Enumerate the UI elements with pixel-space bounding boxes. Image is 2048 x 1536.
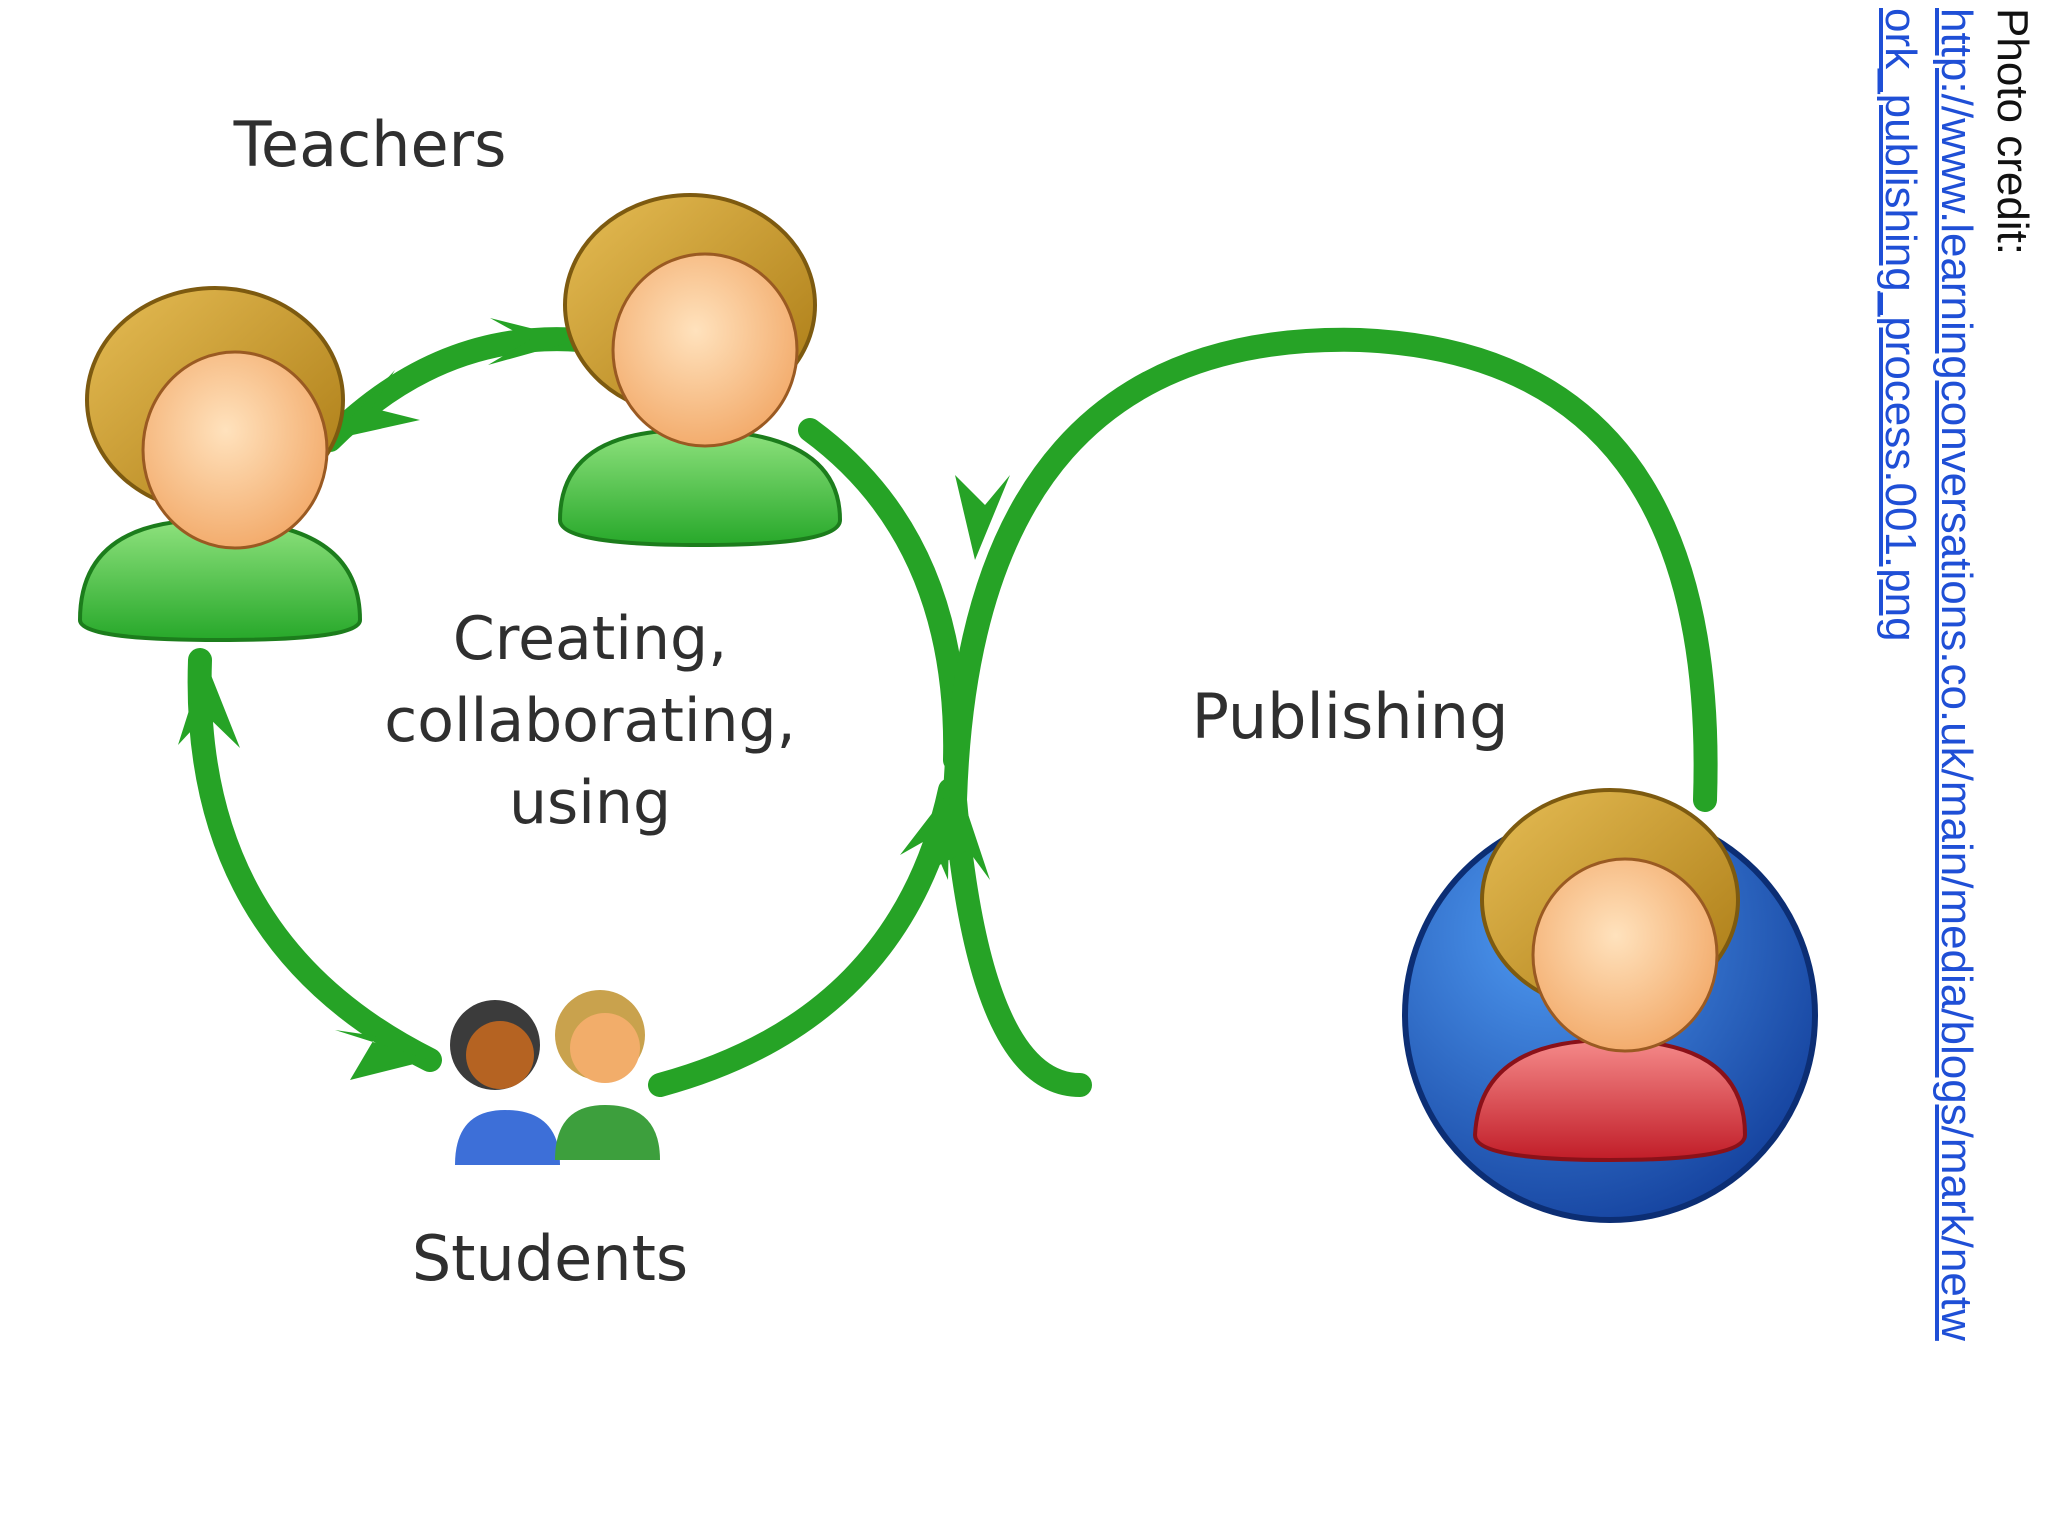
publisher-avatar bbox=[1402, 788, 1818, 1223]
photo-credit-link-line-2[interactable]: ork_publishing_process.001.png bbox=[1876, 8, 1925, 642]
publishing-label: Publishing bbox=[1191, 680, 1509, 753]
creating-collaborating-using-label: Creating, collaborating, using bbox=[370, 598, 810, 844]
teachers-label: Teachers bbox=[233, 108, 507, 181]
arrow-top-left bbox=[330, 370, 420, 440]
loop-lower-arc bbox=[648, 778, 962, 1097]
arrow-publish-in bbox=[930, 790, 990, 880]
photo-credit: Photo credit: http://www.learningconvers… bbox=[1872, 8, 2040, 1341]
center-label-line-2: collaborating, bbox=[384, 686, 796, 756]
teacher-avatar-top bbox=[557, 193, 843, 548]
publishing-loop bbox=[942, 327, 1718, 1097]
arrow-left-down bbox=[335, 1030, 430, 1080]
arrowheads bbox=[178, 318, 1010, 1080]
students-avatar bbox=[450, 990, 660, 1165]
center-label-line-3: using bbox=[508, 768, 672, 838]
teacher-avatar-left bbox=[77, 286, 363, 643]
arrow-lower-right bbox=[900, 790, 950, 880]
loop-left-arc bbox=[187, 648, 442, 1072]
arrow-left-up bbox=[178, 660, 240, 748]
center-label-line-1: Creating, bbox=[452, 604, 728, 674]
photo-credit-label: Photo credit: bbox=[1988, 8, 2037, 256]
photo-credit-link-line-1[interactable]: http://www.learningconversations.co.uk/m… bbox=[1932, 8, 1981, 1341]
arrow-publish-top bbox=[955, 475, 1010, 560]
students-label: Students bbox=[411, 1222, 689, 1295]
arrow-top-right bbox=[488, 318, 578, 365]
